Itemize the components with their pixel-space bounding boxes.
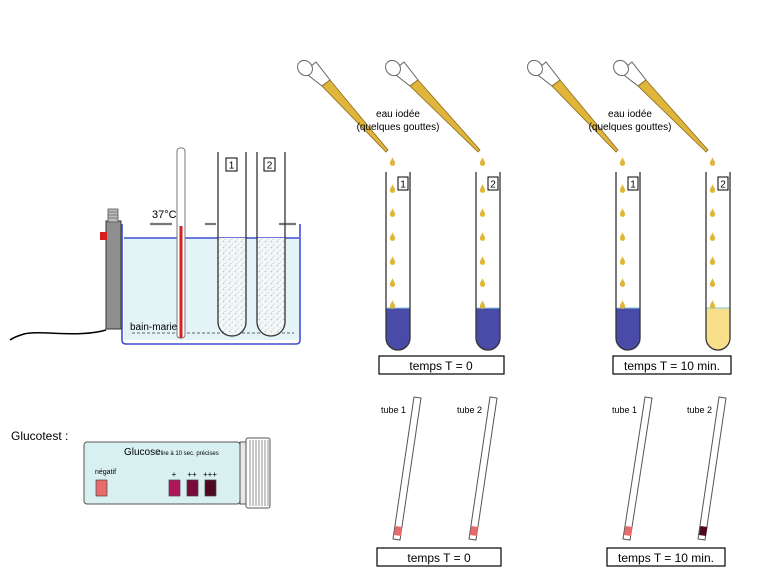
swatch-plus2 bbox=[186, 479, 199, 497]
iodine-drop bbox=[709, 278, 716, 287]
iodine-drop bbox=[389, 278, 396, 287]
iodine-drops bbox=[389, 157, 716, 309]
eau-iodee-right: eau iodée bbox=[608, 109, 652, 120]
plus2-label: ++ bbox=[187, 470, 197, 479]
glucotest-label: Glucotest : bbox=[11, 429, 68, 443]
temps-label-t10-top: temps T = 10 min. bbox=[624, 359, 720, 373]
pipettes bbox=[297, 59, 709, 153]
iodine-drop bbox=[709, 157, 716, 166]
thermometer bbox=[176, 147, 186, 339]
iodine-drop bbox=[619, 232, 626, 241]
iodine-drop bbox=[619, 184, 626, 193]
iodine-drop bbox=[389, 256, 396, 265]
iodine-tube-t0-1-number: 1 bbox=[400, 180, 406, 191]
iodine-drop bbox=[389, 157, 396, 166]
iodine-drop bbox=[479, 300, 486, 309]
pipette-3 bbox=[527, 59, 619, 153]
strip-t10-1 bbox=[622, 396, 653, 541]
iodine-tube-t0-1 bbox=[385, 172, 411, 351]
bath-tube-2 bbox=[256, 152, 286, 337]
strip-label-t0-1: tube 1 bbox=[381, 405, 406, 415]
strip-t10-2 bbox=[697, 396, 727, 541]
iodine-tube-t10-2-number: 2 bbox=[720, 180, 726, 191]
iodine-drop bbox=[709, 184, 716, 193]
strip-t0-2 bbox=[468, 396, 498, 541]
plus1-label: + bbox=[172, 470, 177, 479]
iodine-drop bbox=[709, 208, 716, 217]
bain-marie-label: bain-marie bbox=[130, 322, 178, 333]
negatif-label: négatif bbox=[95, 469, 116, 476]
heater-button bbox=[100, 232, 107, 240]
iodine-drop bbox=[389, 208, 396, 217]
iodine-tube-t0-2 bbox=[475, 172, 501, 351]
iodine-drop bbox=[479, 256, 486, 265]
iodine-drop bbox=[709, 232, 716, 241]
iodine-drop bbox=[479, 278, 486, 287]
heater-cable bbox=[9, 329, 107, 341]
bain-marie-setup: 37°C 1 2 bain-marie bbox=[9, 147, 301, 345]
glucose-subtitle: - lire à 10 sec. précises bbox=[157, 451, 219, 457]
gouttes-left: (quelques gouttes) bbox=[357, 122, 440, 133]
iodine-drop bbox=[389, 232, 396, 241]
pipette-2 bbox=[385, 59, 481, 153]
swatch-negatif bbox=[95, 479, 108, 497]
pipette-4 bbox=[613, 59, 709, 153]
iodine-drop bbox=[619, 278, 626, 287]
bath-tube-1 bbox=[217, 152, 247, 337]
iodine-tube-t0-2-number: 2 bbox=[490, 180, 496, 191]
bath-tube-1-number: 1 bbox=[229, 161, 235, 172]
iodine-drop bbox=[479, 157, 486, 166]
iodine-drop bbox=[619, 300, 626, 309]
strip-label-t0-2: tube 2 bbox=[457, 405, 482, 415]
iodine-drop bbox=[389, 300, 396, 309]
eau-iodee-left: eau iodée bbox=[376, 109, 420, 120]
strip-label-t10-1: tube 1 bbox=[612, 405, 637, 415]
bath-tube-2-number: 2 bbox=[267, 161, 273, 172]
iodine-drop bbox=[619, 208, 626, 217]
iodine-drop bbox=[389, 184, 396, 193]
iodine-drop bbox=[619, 256, 626, 265]
water-bath-container bbox=[121, 224, 301, 345]
swatch-plus3 bbox=[204, 479, 217, 497]
swatch-plus1 bbox=[168, 479, 181, 497]
plus3-label: +++ bbox=[203, 470, 217, 479]
temperature-label: 37°C bbox=[152, 209, 177, 221]
iodine-drop bbox=[479, 184, 486, 193]
temps-label-t0-top: temps T = 0 bbox=[409, 359, 473, 373]
strip-t0-1 bbox=[392, 396, 422, 541]
iodine-drop bbox=[709, 300, 716, 309]
iodine-drop bbox=[709, 256, 716, 265]
iodine-drop bbox=[479, 208, 486, 217]
glucose-title: Glucose bbox=[124, 447, 161, 458]
iodine-tube-t10-1 bbox=[615, 172, 641, 351]
strip-label-t10-2: tube 2 bbox=[687, 405, 712, 415]
iodine-drop bbox=[479, 232, 486, 241]
iodine-tube-t10-1-number: 1 bbox=[630, 180, 636, 191]
iodine-tube-t10-2 bbox=[705, 172, 731, 351]
gouttes-right: (quelques gouttes) bbox=[589, 122, 672, 133]
temps-label-t0-bottom: temps T = 0 bbox=[407, 551, 471, 565]
iodine-drop bbox=[619, 157, 626, 166]
temps-label-t10-bottom: temps T = 10 min. bbox=[618, 551, 714, 565]
pipette-1 bbox=[297, 59, 389, 153]
glucotest-package: Glucose - lire à 10 sec. précises négati… bbox=[83, 437, 271, 509]
heater bbox=[105, 220, 122, 330]
